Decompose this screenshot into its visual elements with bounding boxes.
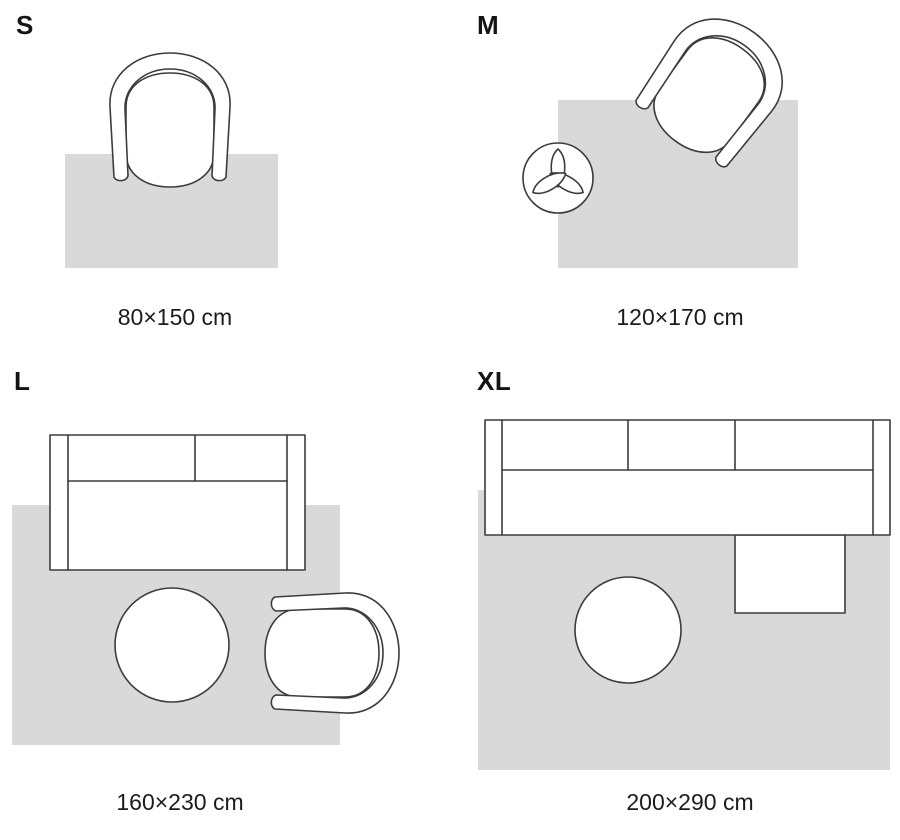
sectional-sofa-icon: [484, 419, 891, 614]
scene-l: [12, 434, 400, 745]
size-label-l: L: [14, 366, 31, 396]
sofa-body: [49, 434, 306, 571]
scene-s: [65, 52, 278, 268]
sofa-body: [484, 419, 891, 536]
size-label-xl: XL: [477, 366, 512, 396]
size-label-s: S: [16, 10, 34, 40]
panel-size-l: L 160×230 cm: [0, 350, 450, 840]
panel-size-m: M 120×170 cm: [450, 0, 900, 350]
size-caption-m: 120×170 cm: [616, 304, 744, 330]
size-caption-l: 160×230 cm: [116, 789, 244, 815]
armchair-icon: [109, 52, 231, 188]
sofa-icon: [49, 434, 306, 571]
size-caption-s: 80×150 cm: [117, 304, 233, 330]
size-caption-xl: 200×290 cm: [626, 789, 754, 815]
scene-m: [522, 0, 804, 268]
panel-size-s: S 80×150 cm: [0, 0, 450, 350]
sofa-chaise: [734, 534, 846, 614]
round-table-icon: [114, 587, 230, 703]
plant-icon: [522, 142, 594, 214]
armchair-icon: [264, 592, 400, 714]
panel-size-xl: XL 200×290 cm: [450, 350, 900, 840]
size-label-m: M: [477, 10, 500, 40]
scene-xl: [478, 419, 891, 770]
round-table-icon: [574, 576, 682, 684]
